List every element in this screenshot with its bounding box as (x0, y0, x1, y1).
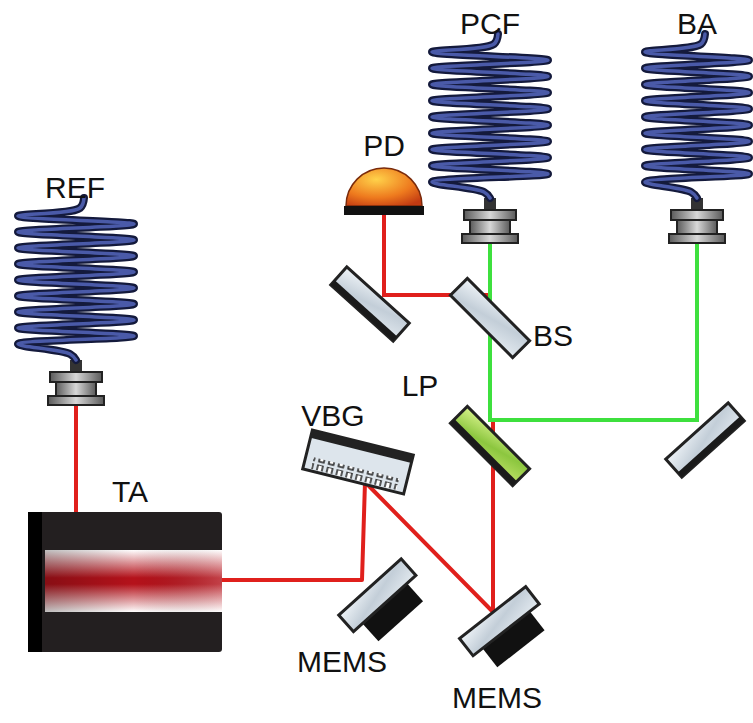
fiber-spool (18, 198, 134, 360)
component-label: PCF (460, 9, 520, 39)
photodiode (344, 168, 424, 215)
component-label: MEMS (297, 647, 387, 677)
component-label: VBG (301, 401, 364, 431)
mems-mirror (339, 559, 432, 649)
fiber-connector (669, 198, 725, 243)
fiber-spool (645, 34, 749, 198)
red-beam (74, 405, 78, 512)
long-pass-filter (450, 406, 529, 485)
mirror (331, 267, 409, 341)
fiber-spool (432, 34, 548, 198)
fiber-coil (645, 34, 749, 198)
component-label: LP (402, 371, 439, 401)
component-label: BS (533, 321, 573, 351)
component-label: PD (363, 131, 405, 161)
component-label: REF (45, 173, 105, 203)
fiber-coil (432, 34, 548, 198)
fiber-connector (48, 360, 104, 405)
volume-bragg-grating (303, 430, 414, 494)
fiber-coil-outline (432, 34, 548, 198)
fiber-connector (462, 198, 518, 243)
fiber-coil (18, 198, 134, 360)
fiber-spools (18, 34, 749, 360)
component-label: BA (677, 9, 717, 39)
red-beam (222, 420, 493, 612)
component-label: MEMS (452, 683, 542, 713)
mirror (666, 403, 744, 477)
tapered-amplifier (28, 512, 222, 652)
fiber-coil-outline (645, 34, 749, 198)
mems-mirror (460, 587, 555, 675)
component-label: TA (112, 477, 148, 507)
fiber-coil-outline (18, 198, 134, 360)
beam-splitter (450, 278, 529, 357)
